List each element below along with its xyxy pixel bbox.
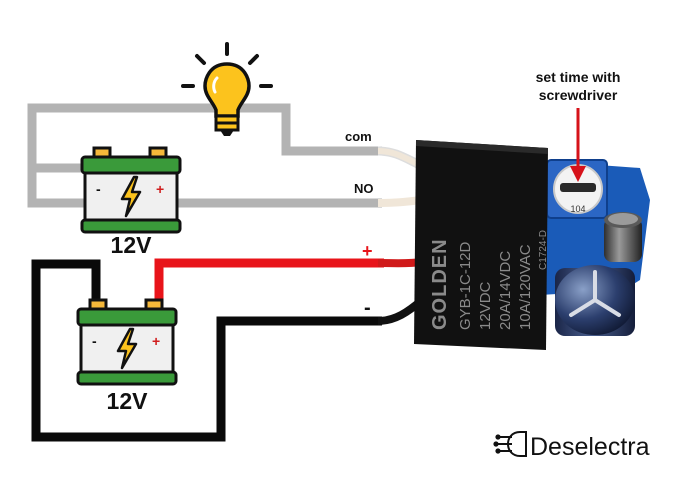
deselectra-logo: Deselectra	[493, 431, 650, 461]
potentiometer-marking: 104	[570, 204, 585, 214]
potentiometer: 104	[546, 159, 608, 219]
relay-brand: GOLDEN	[429, 238, 451, 330]
deselectra-logo-text: Deselectra	[530, 433, 650, 461]
red-wire	[154, 258, 384, 304]
relay-model: GYB-1C-12D	[457, 241, 474, 330]
annotation-line2: screwdriver	[539, 87, 618, 103]
black-wire-loop	[31, 259, 382, 442]
svg-text:+: +	[152, 333, 160, 349]
small-capacitor	[604, 212, 642, 262]
relay-rating-dc: 20A/14VDC	[497, 251, 514, 330]
lightning-bolt-icon	[116, 327, 138, 370]
relay-coil: 12VDC	[477, 281, 494, 330]
relay-module: 104 GOLDEN GYB-1C-12D 12VDC	[377, 140, 650, 350]
deselectra-logo-icon	[493, 431, 527, 457]
annotation-arrow	[570, 108, 586, 182]
gray-wire-loop	[27, 103, 382, 208]
annotation-line1: set time with	[536, 69, 621, 85]
battery-icon-bottom: - +	[76, 298, 178, 386]
svg-text:-: -	[96, 181, 101, 197]
relay-body: GOLDEN GYB-1C-12D 12VDC 20A/14VDC 10A/12…	[414, 140, 549, 350]
battery-top-label: 12V	[111, 232, 153, 258]
lightning-bolt-icon	[120, 175, 142, 218]
relay-code: C1724-D	[538, 230, 549, 270]
minus-label: -	[364, 297, 371, 319]
plus-label: +	[362, 241, 373, 261]
battery-bottom-label: 12V	[107, 388, 149, 414]
svg-text:-: -	[92, 333, 97, 349]
battery-icon-top: - +	[80, 146, 182, 234]
com-label: com	[345, 129, 372, 144]
no-label: NO	[354, 181, 374, 196]
large-capacitor	[555, 265, 635, 336]
relay-rating-ac: 10A/120VAC	[517, 244, 534, 330]
light-bulb-icon	[181, 42, 273, 136]
svg-text:+: +	[156, 181, 164, 197]
